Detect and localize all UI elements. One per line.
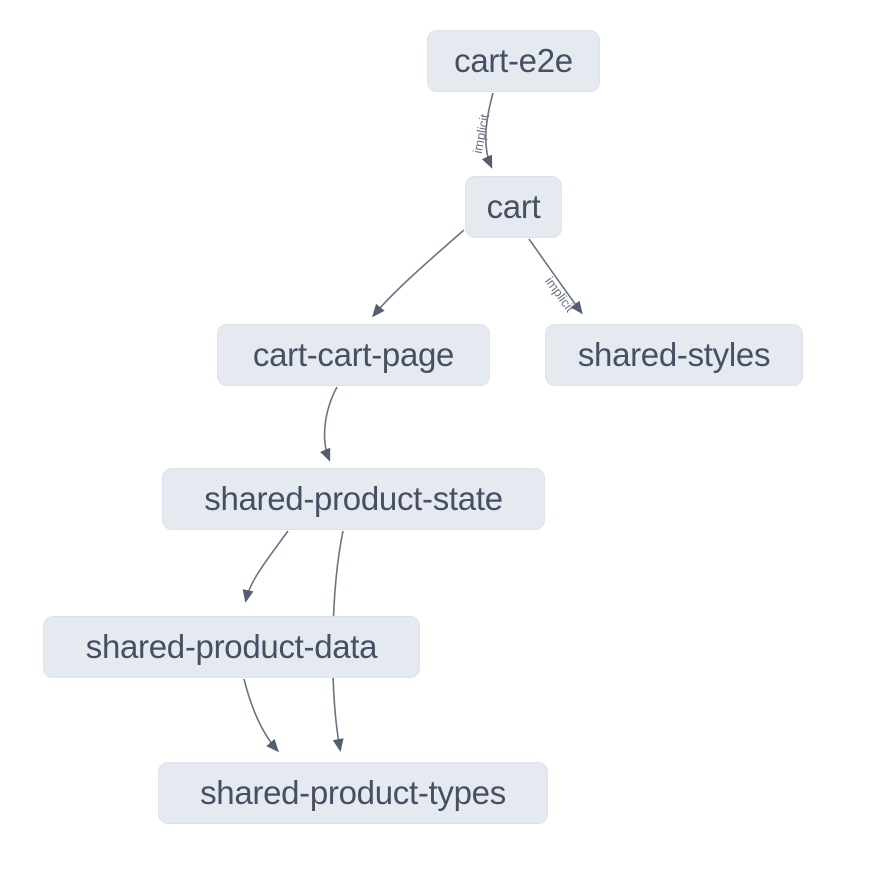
node-label: cart <box>486 188 541 225</box>
edge-label-implicit-cart-e2e-cart: implicit <box>470 112 492 154</box>
graph-node-shared-product-data[interactable]: shared-product-data <box>43 616 420 678</box>
edge-cart-cart-page-to-shared-product-state[interactable] <box>320 386 338 462</box>
graph-node-shared-styles[interactable]: shared-styles <box>545 324 803 386</box>
node-label: cart-cart-page <box>252 336 455 373</box>
edge-cart-to-shared-styles[interactable] <box>528 238 583 315</box>
edge-shared-product-state-to-shared-product-data[interactable] <box>242 530 289 603</box>
graph-node-cart-e2e[interactable]: cart-e2e <box>427 30 600 92</box>
edge-label-implicit-cart-shared-styles: implicit <box>542 274 578 315</box>
graph-node-shared-product-types[interactable]: shared-product-types <box>158 762 548 824</box>
node-label: shared-product-types <box>200 774 506 811</box>
edge-cart-e2e-to-cart[interactable] <box>481 92 494 169</box>
node-label: cart-e2e <box>454 42 573 79</box>
graph-node-cart-cart-page[interactable]: cart-cart-page <box>217 324 490 386</box>
node-label: shared-styles <box>577 336 771 373</box>
edge-shared-product-data-to-shared-product-types[interactable] <box>243 678 279 753</box>
node-label: shared-product-state <box>204 480 503 517</box>
node-label: shared-product-data <box>85 628 378 665</box>
graph-node-shared-product-state[interactable]: shared-product-state <box>162 468 545 530</box>
edge-cart-to-cart-cart-page[interactable] <box>372 229 465 318</box>
graph-node-cart[interactable]: cart <box>465 176 562 238</box>
